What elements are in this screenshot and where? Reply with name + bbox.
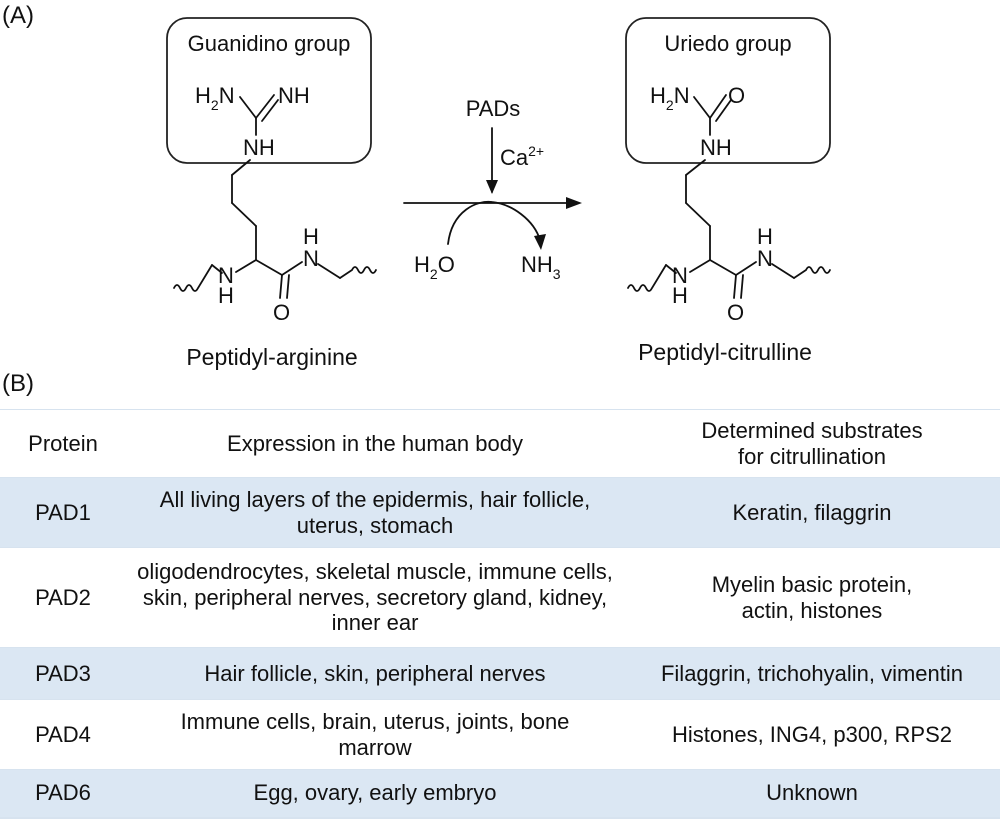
header-protein: Protein [28,430,98,456]
cell-expression: Egg, ovary, early embryo [253,780,497,806]
left-nh-label: NH [243,135,275,160]
left-amine-label: H2N [195,83,235,113]
peptidyl-arginine-structure: Guanidino group H2N NH NH N H O H N Pept… [166,17,377,370]
cell-substrates: Filaggrin, trichohyalin, vimentin [660,660,964,686]
ammonia-label: NH3 [521,252,561,282]
reaction-arrow: PADs Ca2+ H2O NH3 [403,96,582,282]
header-expression: Expression in the human body [227,430,523,456]
cell-substrates: Keratin, filaggrin [732,499,892,525]
panel-b-label: (B) [2,370,34,397]
right-urea-o: O [728,83,745,108]
left-backbone-h: H [218,283,234,308]
cell-protein: PAD1 [35,499,91,525]
enzyme-label: PADs [466,96,521,121]
cell-expression: oligodendrocytes, skeletal muscle, immun… [137,558,613,636]
water-label: H2O [414,252,455,282]
cell-substrates: Unknown [766,780,858,806]
guanidino-group-box [166,17,372,164]
left-amide-n: N [303,246,319,271]
table-row: PAD2 oligodendrocytes, skeletal muscle, … [0,547,1000,648]
panel-a-label: (A) [2,2,34,29]
table-row: PAD4 Immune cells, brain, uterus, joints… [0,699,1000,770]
cell-expression: All living layers of the epidermis, hair… [159,486,591,538]
right-compound-name: Peptidyl-citrulline [638,339,812,365]
cell-protein: PAD2 [35,584,91,610]
reaction-scheme: Guanidino group H2N NH NH N H O H N Pept… [166,17,831,370]
right-amide-n: N [757,246,773,271]
right-amide-h: H [757,224,773,249]
cell-protein: PAD4 [35,721,91,747]
guanidino-group-title: Guanidino group [188,31,351,56]
peptidyl-citrulline-structure: Uriedo group H2N O NH N H O H N Peptidyl… [625,17,831,365]
table-row: PAD3 Hair follicle, skin, peripheral ner… [0,647,1000,700]
cell-expression: Hair follicle, skin, peripheral nerves [204,660,546,686]
table-row: PAD1 All living layers of the epidermis,… [0,477,1000,548]
left-amide-h: H [303,224,319,249]
left-backbone-n: N [218,263,234,288]
table-header-row: Protein Expression in the human body Det… [0,409,1000,478]
cell-substrates: Histones, ING4, p300, RPS2 [671,721,953,747]
left-carbonyl-o: O [273,300,290,325]
cell-expression: Immune cells, brain, uterus, joints, bon… [180,708,570,760]
cell-protein: PAD3 [35,660,91,686]
left-compound-name: Peptidyl-arginine [186,344,357,370]
header-substrates: Determined substrates for citrullination [701,417,923,469]
right-backbone-h: H [672,283,688,308]
right-backbone-n: N [672,263,688,288]
left-imine-label: NH [278,83,310,108]
right-carbonyl-o: O [727,300,744,325]
uriedo-group-box [625,17,831,164]
calcium-label: Ca2+ [500,143,544,170]
pad-table: Protein Expression in the human body Det… [0,409,1000,819]
right-nh-label: NH [700,135,732,160]
uriedo-group-title: Uriedo group [664,31,791,56]
table-row: PAD6 Egg, ovary, early embryo Unknown [0,769,1000,818]
cell-protein: PAD6 [35,780,91,806]
right-amine-label: H2N [650,83,690,113]
cell-substrates: Myelin basic protein, actin, histones [711,571,913,623]
